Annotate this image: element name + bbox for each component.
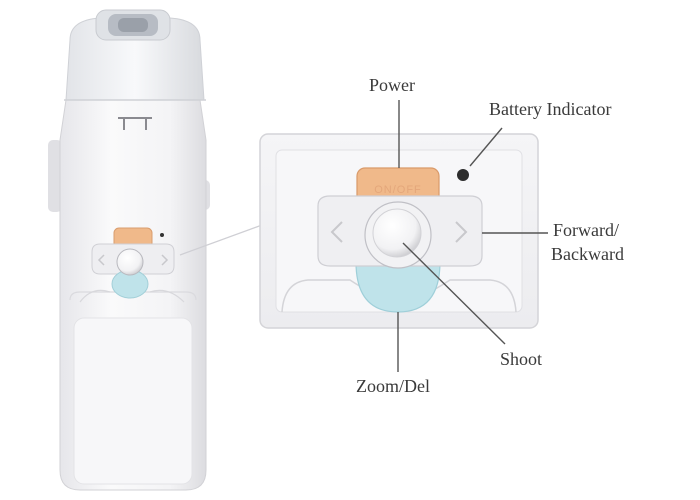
clip-mark [118,117,152,130]
label-power: Power [369,75,415,95]
label-forward: Forward/ [553,220,619,240]
label-backward: Backward [551,244,624,264]
label-zoom-del: Zoom/Del [356,376,430,396]
leader-lines [397,100,548,372]
battery-leader [469,127,503,167]
lens-cap [64,9,206,101]
forward-arrow-icon[interactable] [455,221,468,243]
battery-indicator-dot [457,169,469,181]
label-shoot: Shoot [500,349,543,369]
backward-arrow-icon[interactable] [330,221,343,243]
shoot-button[interactable] [364,201,432,269]
power-button-label: ON/OFF [374,184,422,196]
zoom-del-button[interactable] [355,253,441,313]
label-battery-indicator: Battery Indicator [489,99,612,119]
device-controls-small [91,227,175,299]
shoot-leader [402,242,506,345]
callout-connector [179,224,263,256]
